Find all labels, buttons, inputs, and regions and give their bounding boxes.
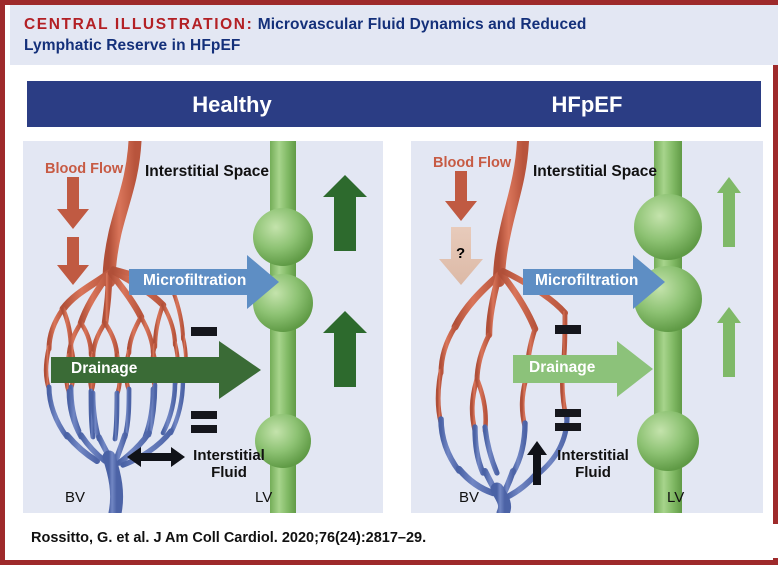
venule-trunk bbox=[102, 450, 124, 513]
interstitial-fluid-arrow-up bbox=[527, 441, 547, 485]
lymph-flow-arrow-lower bbox=[717, 307, 741, 377]
page-title: CENTRAL ILLUSTRATION: Microvascular Flui… bbox=[24, 14, 764, 56]
equals-symbol bbox=[555, 409, 581, 431]
page-title-line-2: Lymphatic Reserve in HFpEF bbox=[24, 37, 241, 54]
microfiltration-label-hfpef: Microfiltration bbox=[535, 272, 639, 289]
blood-flow-arrow-uncertain bbox=[439, 227, 483, 285]
interstitial-fluid-line-1: Interstitial bbox=[557, 447, 629, 464]
interstitial-space-label-hfpef: Interstitial Space bbox=[533, 163, 658, 180]
interstitial-space-label-healthy: Interstitial Space bbox=[145, 163, 270, 180]
lymph-flow-arrow-lower bbox=[323, 311, 367, 387]
interstitial-fluid-line-2: Fluid bbox=[575, 464, 611, 481]
blood-flow-arrow-upper bbox=[445, 171, 477, 221]
microfiltration-label-healthy: Microfiltration bbox=[143, 272, 247, 289]
microfiltration-arrow bbox=[523, 255, 665, 309]
arteriole-trunk bbox=[493, 141, 529, 287]
interstitial-fluid-arrow-bidirectional bbox=[127, 447, 185, 467]
arteriole-trunk bbox=[102, 141, 142, 288]
microfiltration-arrow bbox=[129, 255, 279, 309]
banner-label-hfpef: HFpEF bbox=[551, 92, 623, 117]
blood-flow-label-hfpef: Blood Flow bbox=[433, 155, 512, 171]
title-bar: CENTRAL ILLUSTRATION: Microvascular Flui… bbox=[10, 5, 778, 65]
comparison-banner: Healthy HFpEF bbox=[27, 81, 761, 127]
minus-symbol bbox=[555, 325, 581, 334]
drainage-label-healthy: Drainage bbox=[71, 360, 138, 377]
lymph-flow-arrow-upper bbox=[717, 177, 741, 247]
interstitial-fluid-label-healthy: Interstitial Fluid bbox=[183, 447, 275, 481]
lymph-flow-arrow-upper bbox=[323, 175, 367, 251]
lv-label-hfpef: LV bbox=[667, 489, 685, 506]
blood-flow-question-mark-icon: ? bbox=[456, 245, 466, 262]
blood-flow-label-healthy: Blood Flow bbox=[45, 161, 124, 177]
blood-flow-arrow-lower bbox=[57, 237, 89, 285]
venule-branches bbox=[46, 376, 186, 468]
interstitial-fluid-label-hfpef: Interstitial Fluid bbox=[547, 447, 639, 481]
drainage-label-hfpef: Drainage bbox=[529, 359, 596, 376]
panel-healthy: Blood Flow Interstitial Space Microfiltr… bbox=[23, 141, 383, 513]
lv-label-healthy: LV bbox=[255, 489, 273, 506]
footer: Rossitto, G. et al. J Am Coll Cardiol. 2… bbox=[10, 524, 778, 558]
drainage-arrow bbox=[51, 341, 261, 399]
bv-label-healthy: BV bbox=[65, 489, 86, 506]
citation-text: Rossitto, G. et al. J Am Coll Cardiol. 2… bbox=[31, 530, 427, 546]
equals-symbol bbox=[191, 411, 217, 433]
banner-label-healthy: Healthy bbox=[192, 92, 272, 117]
healthy-diagram bbox=[43, 141, 367, 513]
page-title-line-1: Microvascular Fluid Dynamics and Reduced bbox=[257, 16, 587, 33]
interstitial-fluid-line-1: Interstitial bbox=[193, 447, 265, 464]
minus-symbol bbox=[191, 327, 217, 336]
venule-trunk bbox=[490, 482, 512, 513]
panel-hfpef: Blood Flow Interstitial Space ? Microfil… bbox=[411, 141, 763, 513]
lymphatic-vessel bbox=[634, 141, 702, 513]
blood-flow-arrow-upper bbox=[57, 177, 89, 229]
interstitial-fluid-line-2: Fluid bbox=[211, 464, 247, 481]
central-illustration-label: CENTRAL ILLUSTRATION: bbox=[24, 16, 254, 33]
bv-label-hfpef: BV bbox=[459, 489, 480, 506]
drainage-arrow bbox=[513, 341, 653, 397]
hfpef-diagram bbox=[435, 141, 741, 513]
